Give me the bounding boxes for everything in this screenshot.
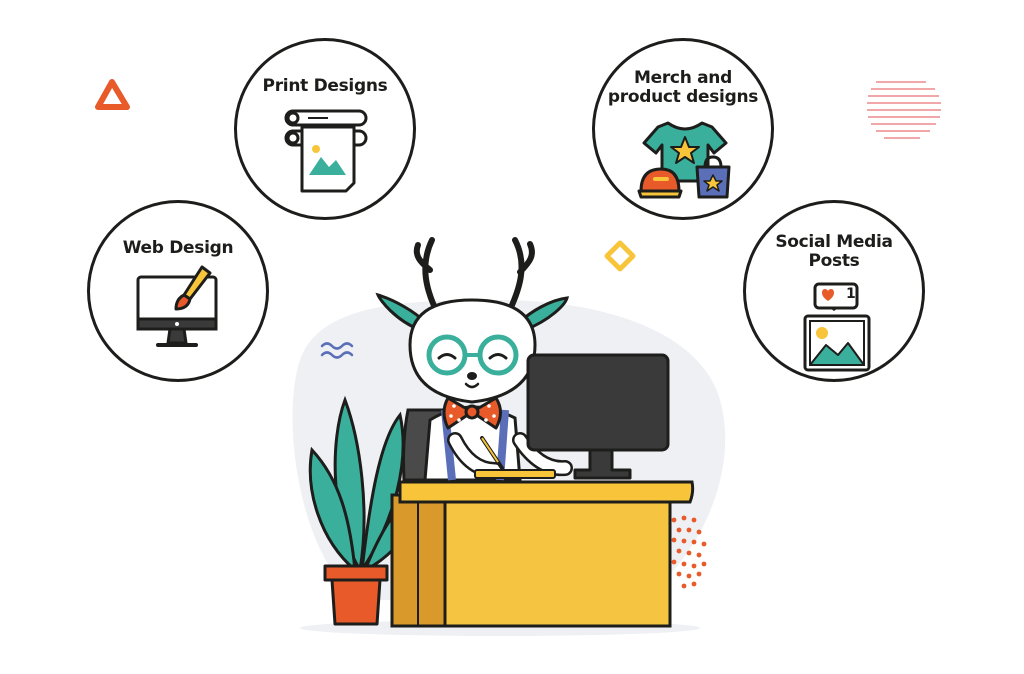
desk bbox=[390, 480, 695, 628]
squiggle-decoration bbox=[320, 342, 354, 359]
bubble-web-design: Web Design bbox=[87, 200, 269, 382]
merch-title-line2: product designs bbox=[607, 87, 759, 107]
print-designs-title: Print Designs bbox=[262, 76, 388, 96]
bubble-merch-product: Merch and product designs bbox=[592, 38, 774, 220]
triangle-decoration bbox=[95, 79, 130, 110]
image-post-icon bbox=[803, 314, 871, 372]
cap-icon bbox=[637, 167, 683, 199]
dots-decoration bbox=[671, 515, 707, 589]
social-title-line1: Social Media bbox=[775, 232, 893, 252]
heart-icon bbox=[813, 282, 859, 311]
bubble-print-designs: Print Designs bbox=[234, 38, 416, 220]
bag-icon bbox=[695, 155, 731, 199]
bubble-social-media: Social Media Posts 1 bbox=[743, 200, 925, 382]
deer-character bbox=[375, 237, 573, 482]
print-icon bbox=[284, 109, 368, 193]
monitor-brush-icon bbox=[136, 265, 218, 347]
like-count: 1 bbox=[846, 286, 856, 302]
social-title-line2: Posts bbox=[808, 251, 860, 271]
web-design-title: Web Design bbox=[122, 238, 234, 258]
diamond-decoration bbox=[604, 240, 636, 272]
desk-monitor bbox=[526, 353, 670, 480]
merch-title-line1: Merch and bbox=[634, 68, 732, 88]
stripe-circle-decoration bbox=[867, 81, 941, 139]
